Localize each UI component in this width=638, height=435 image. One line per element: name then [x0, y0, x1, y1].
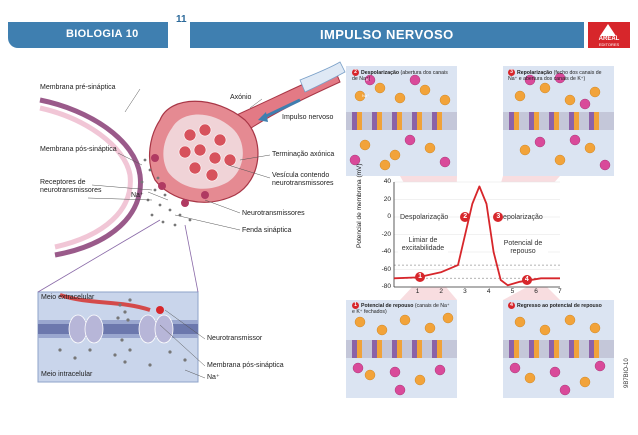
chart-x-tick: 2: [439, 288, 444, 295]
subject-banner: BIOLOGIA 10: [8, 22, 168, 48]
panel-badge-1: 1: [352, 302, 359, 309]
subject-label: BIOLOGIA 10: [66, 28, 139, 40]
label-receptors: Receptores de neurotransmissores: [40, 179, 102, 194]
chart-ylabel: Potencial de membrana (mV): [356, 163, 363, 248]
logo-triangle-icon: [600, 24, 616, 36]
label-nerve-impulse: Impulso nervoso: [282, 114, 334, 121]
chart-x-tick: 7: [558, 288, 562, 295]
label-threshold: Limiar de excitabilidade: [398, 237, 448, 253]
label-pre-synaptic: Membrana pré-sináptica: [40, 84, 116, 91]
page-title: IMPULSO NERVOSO: [320, 27, 454, 42]
label-intracellular: Meio intracelular: [41, 371, 93, 378]
panel-badge-4: 4: [508, 302, 515, 309]
label-axon: Axónio: [230, 94, 252, 101]
chart-y-tick: -60: [381, 265, 391, 273]
ion-k-sample: K⁺: [366, 77, 371, 82]
label-depolarization: Despolarização: [400, 214, 449, 221]
chart-x-tick: 4: [486, 288, 491, 295]
chart-marker-2: 2: [460, 212, 471, 222]
chart-y-tick: -40: [381, 248, 391, 255]
chart-marker-4: 4: [521, 275, 532, 285]
ion-na-sample: Na⁺: [362, 93, 370, 98]
logo-subtext: EDITORES: [598, 42, 620, 47]
label-zoom-na: Na⁺: [207, 374, 220, 381]
label-synaptic-cleft: Fenda sináptica: [242, 227, 292, 234]
chart-y-tick: 40: [383, 178, 391, 185]
chart-marker-1: 1: [415, 271, 426, 282]
panel-badge-2: 2: [352, 69, 359, 76]
page-number: 11: [176, 14, 187, 25]
publisher-logo: AREAL EDITORES: [588, 22, 630, 48]
chart-y-tick: 0: [387, 213, 391, 220]
label-na-ion: Na⁺: [131, 192, 144, 199]
label-zoom-post-membrane: Membrana pós-sináptica: [207, 362, 284, 369]
chart-y-tick: -20: [381, 230, 391, 238]
chart-x-tick: 5: [510, 288, 515, 295]
chart-x-tick: 3: [463, 288, 467, 295]
label-axon-terminal: Terminação axónica: [272, 151, 335, 158]
title-banner: IMPULSO NERVOSO: [190, 22, 584, 48]
label-vesicle: Vesícula contendo neurotransmissores: [272, 172, 334, 187]
label-extracellular: Meio extracelular: [41, 294, 95, 301]
chart-x-tick: 1: [415, 288, 420, 295]
chart-marker-3: 3: [493, 212, 504, 222]
label-neurotransmitters: Neurotransmissores: [242, 210, 305, 217]
logo-text: AREAL: [598, 36, 620, 42]
panel-badge-3: 3: [508, 69, 515, 76]
chart-y-tick: -80: [381, 283, 391, 290]
chart-y-tick: 20: [383, 195, 391, 203]
label-repolarization: Repolarização: [498, 214, 543, 221]
chart-x-tick: 6: [534, 288, 538, 295]
label-resting-potential: Potencial de repouso: [498, 240, 548, 256]
label-neurotransmitter: Neurotransmissor: [207, 335, 263, 342]
chart-series-line: [393, 185, 560, 287]
label-post-synaptic: Membrana pós-sináptica: [40, 146, 117, 153]
